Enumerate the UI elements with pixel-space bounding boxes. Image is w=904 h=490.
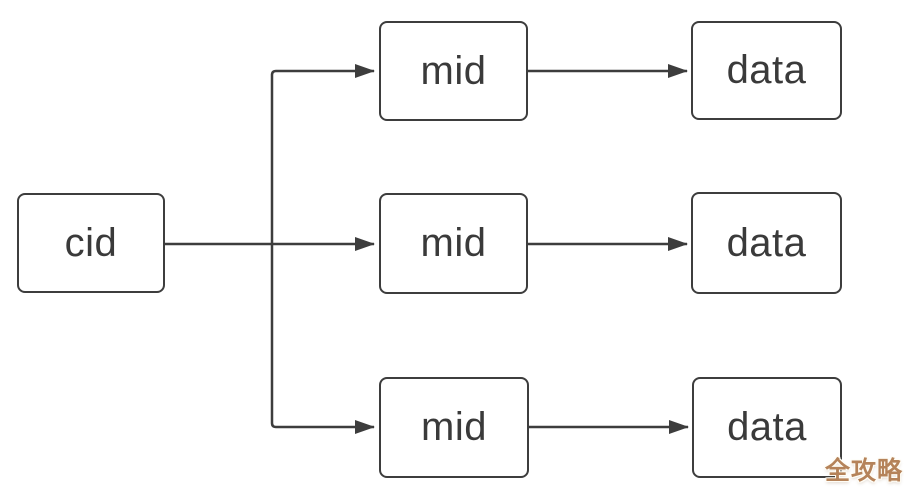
node-mid-middle: mid <box>379 193 528 294</box>
node-mid-middle-label: mid <box>420 221 487 265</box>
node-mid-bottom-label: mid <box>421 405 487 449</box>
node-data-bottom: data <box>692 377 842 478</box>
node-data-top-label: data <box>726 48 807 92</box>
edge-cid-to-mid-bottom <box>270 244 375 434</box>
node-data-middle-label: data <box>726 220 807 265</box>
edge-cid-to-mid-top <box>270 64 375 244</box>
node-cid: cid <box>17 193 165 293</box>
node-data-middle: data <box>691 192 842 294</box>
node-data-top: data <box>691 21 842 120</box>
node-mid-bottom: mid <box>379 377 529 478</box>
node-mid-top: mid <box>379 21 528 121</box>
node-mid-top-label: mid <box>420 48 487 93</box>
node-data-bottom-label: data <box>727 405 807 449</box>
node-cid-label: cid <box>64 220 118 265</box>
watermark-text: 全攻略 <box>824 457 903 485</box>
